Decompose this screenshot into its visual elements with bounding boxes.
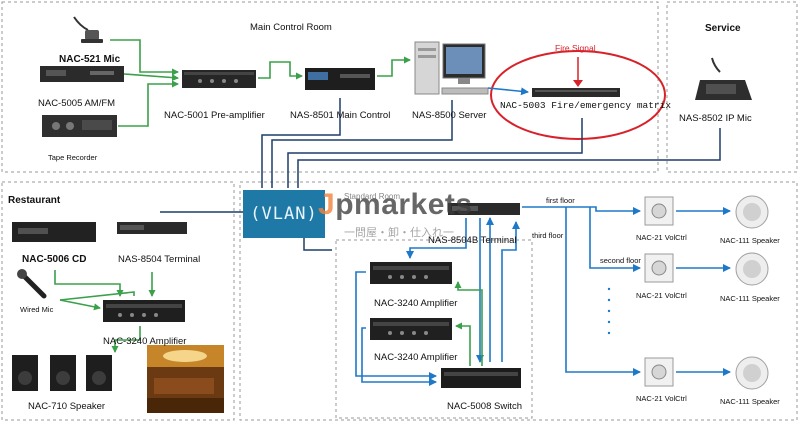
label-fire-matrix: NAC-5003 Fire/emergency matrix [500,100,672,111]
main-control-unit-icon [305,68,375,90]
label-third-floor: third floor [532,231,564,240]
watermark-brand: Jpmarkets [318,188,473,222]
floor-output-lines [522,206,731,376]
preamplifier-icon [182,70,256,88]
switch-unit-icon [441,368,521,388]
label-speaker-710: NAC-710 Speaker [28,401,106,412]
label-volctrl-2: NAC-21 VolCtrl [636,291,687,300]
watermark-brand-prefix: J [318,188,336,221]
label-cd: NAC-5006 CD [22,254,87,265]
restaurant-photo [147,345,224,413]
label-tape: Tape Recorder [48,153,98,162]
standard-amplifier-1-icon [370,262,452,284]
label-second-floor: second floor [600,256,641,265]
label-ip-mic: NAS-8502 IP Mic [679,113,752,124]
section-title-service: Service [705,23,741,34]
server-computer-icon [414,41,489,95]
label-switch: NAC-5008 Switch [447,401,522,412]
standard-terminal-icon [448,203,520,215]
tape-recorder-icon [42,115,117,137]
label-fire-signal: Fire Signal [555,43,596,53]
volume-control-2-icon [644,253,674,283]
ceiling-speaker-2-icon [735,252,769,286]
ceiling-speaker-3-icon [735,356,769,390]
amfm-tuner-icon [40,66,124,82]
standard-room-green-links [454,281,483,366]
ceiling-speaker-1-icon [735,195,769,229]
label-amp-2: NAC-3240 Amplifier [374,352,458,363]
label-server: NAS-8500 Server [412,110,487,121]
section-title-main-control-room: Main Control Room [250,22,332,33]
label-speaker-1: NAC-111 Speaker [720,236,780,245]
gooseneck-mic-icon [73,16,103,43]
restaurant-speakers-icon [12,355,112,391]
restaurant-amplifier-icon [103,300,185,322]
label-terminal-8504b: NAS-8504B Terminal [428,235,517,246]
audio-connections-main [110,39,411,127]
label-amp-restaurant: NAC-3240 Amplifier [103,336,187,347]
watermark-subtitle: 一問屋・卸・仕入れ一 [344,227,454,239]
watermark-brand-rest: pmarkets [335,188,473,221]
label-mic: NAC-521 Mic [59,54,121,65]
label-speaker-2: NAC-111 Speaker [720,294,780,303]
volume-control-1-icon [644,196,674,226]
cd-player-icon [12,222,96,242]
vlan-box: (VLAN) [243,190,325,238]
audio-connections-restaurant [54,270,156,353]
fire-matrix-unit-icon [532,88,620,97]
label-wired-mic: Wired Mic [20,305,54,314]
label-volctrl-1: NAC-21 VolCtrl [636,233,687,242]
label-first-floor: first floor [546,196,575,205]
label-main-control: NAS-8501 Main Control [290,110,391,121]
server-to-matrix-link [487,87,529,96]
label-terminal-8504: NAS-8504 Terminal [118,254,201,265]
standard-amplifier-2-icon [370,318,452,340]
label-volctrl-3: NAC-21 VolCtrl [636,394,687,403]
wired-mic-icon [17,269,47,299]
standard-room-connections [355,217,520,386]
network-trunk-lines [160,98,721,251]
floor-continuation-dots [607,287,611,335]
fire-matrix-highlight-circle [490,50,666,140]
section-title-standard-room: Standard Room [344,192,401,201]
volume-control-3-icon [644,357,674,387]
label-preamp: NAC-5001 Pre-amplifier [164,110,265,121]
restaurant-terminal-icon [117,222,187,234]
section-title-restaurant: Restaurant [8,195,61,206]
label-speaker-3: NAC-111 Speaker [720,397,780,406]
label-amp-1: NAC-3240 Amplifier [374,298,458,309]
ip-mic-icon [695,57,752,100]
label-amfm: NAC-5005 AM/FM [38,98,116,109]
